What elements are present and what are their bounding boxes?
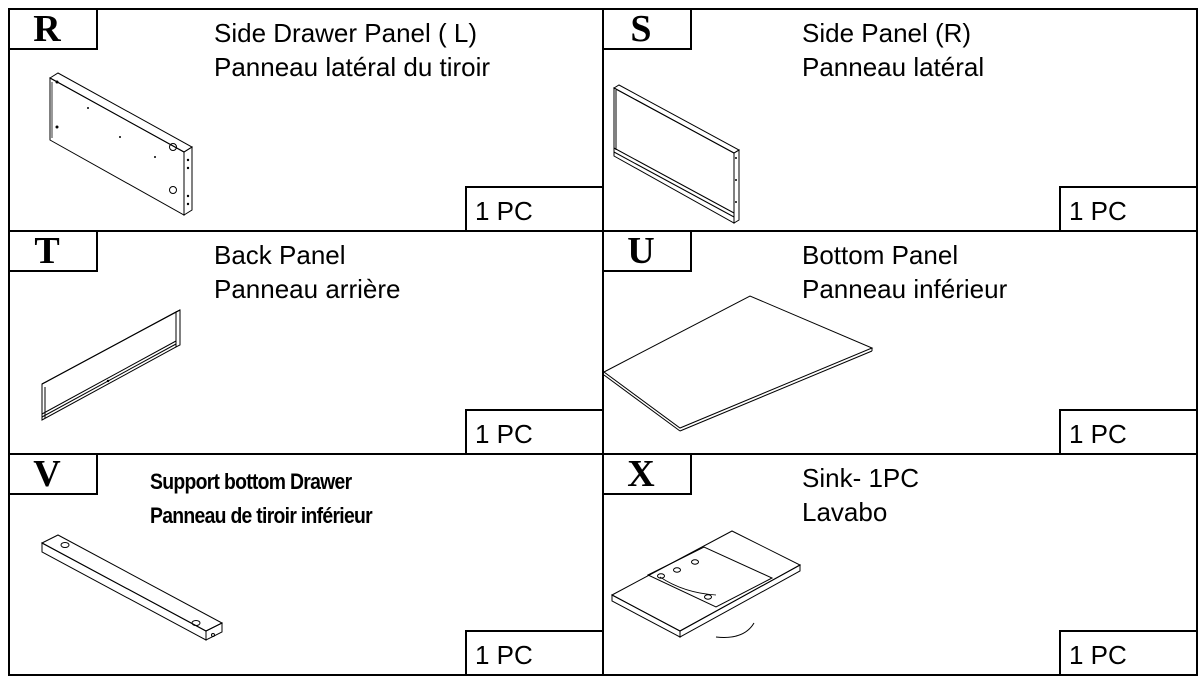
part-name-en: Support bottom Drawer bbox=[150, 469, 352, 494]
quantity-label: 1 PC bbox=[1059, 186, 1196, 230]
part-name-fr: Lavabo bbox=[802, 497, 888, 527]
part-cell-v: V Support bottom Drawer Panneau de tiroi… bbox=[8, 453, 602, 676]
support-bar-drawing-icon bbox=[40, 534, 224, 641]
part-name-fr: Panneau latéral bbox=[802, 52, 985, 82]
part-name-fr: Panneau de tiroir inférieur bbox=[150, 503, 373, 528]
part-title: Side Panel (R) Panneau latéral bbox=[802, 16, 984, 84]
part-letter: U bbox=[604, 232, 692, 272]
part-name-en: Bottom Panel bbox=[802, 240, 959, 270]
part-name-fr: Panneau arrière bbox=[214, 274, 401, 304]
part-title: Side Drawer Panel ( L) Panneau latéral d… bbox=[214, 16, 490, 84]
part-name-en: Sink- 1PC bbox=[802, 463, 920, 493]
part-name-en: Back Panel bbox=[214, 240, 346, 270]
back-panel-drawing-icon bbox=[41, 309, 181, 421]
quantity-label: 1 PC bbox=[465, 630, 602, 674]
part-title: Back Panel Panneau arrière bbox=[214, 238, 400, 306]
quantity-label: 1 PC bbox=[1059, 409, 1196, 453]
part-letter: S bbox=[604, 10, 692, 50]
part-name-en: Side Panel (R) bbox=[802, 18, 972, 48]
part-title: Support bottom Drawer Panneau de tiroir … bbox=[150, 465, 373, 533]
part-letter: R bbox=[10, 10, 98, 50]
quantity-label: 1 PC bbox=[465, 186, 602, 230]
part-title: Bottom Panel Panneau inférieur bbox=[802, 238, 1007, 306]
part-name-en: Side Drawer Panel ( L) bbox=[214, 18, 477, 48]
part-letter: T bbox=[10, 232, 98, 272]
part-cell-x: X Sink- 1PC Lavabo 1 PC bbox=[602, 453, 1198, 676]
part-cell-u: U Bottom Panel Panneau inférieur 1 PC bbox=[602, 230, 1198, 453]
part-title: Sink- 1PC Lavabo bbox=[802, 461, 919, 529]
side-panel-drawing-icon bbox=[612, 84, 741, 224]
part-name-fr: Panneau inférieur bbox=[802, 274, 1008, 304]
part-name-fr: Panneau latéral du tiroir bbox=[214, 52, 491, 82]
part-cell-s: S Side Panel (R) Panneau latéral 1 PC bbox=[602, 8, 1198, 230]
quantity-label: 1 PC bbox=[1059, 630, 1196, 674]
side-drawer-panel-drawing-icon bbox=[49, 72, 193, 216]
part-letter: V bbox=[10, 455, 98, 495]
sink-drawing-icon bbox=[610, 530, 802, 638]
parts-grid: R Side Drawer Panel ( L) Panneau latéral… bbox=[8, 8, 1198, 676]
quantity-label: 1 PC bbox=[465, 409, 602, 453]
bottom-panel-drawing-icon bbox=[604, 295, 874, 432]
part-letter: X bbox=[604, 455, 692, 495]
part-cell-t: T Back Panel Panneau arrière 1 PC bbox=[8, 230, 602, 453]
part-cell-r: R Side Drawer Panel ( L) Panneau latéral… bbox=[8, 8, 602, 230]
